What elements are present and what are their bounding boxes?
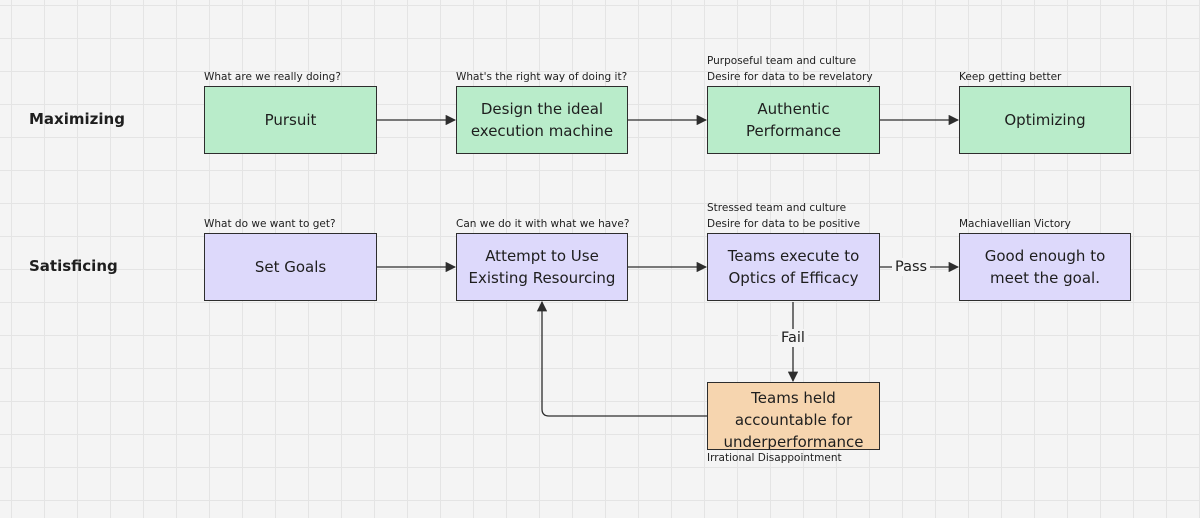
node-optimizing[interactable]: Optimizing <box>959 86 1131 154</box>
note-good-enough: Machiavellian Victory <box>959 218 1071 230</box>
node-attempt-existing-resourcing[interactable]: Attempt to Use Existing Resourcing <box>456 233 628 301</box>
node-set-goals[interactable]: Set Goals <box>204 233 377 301</box>
note-optics-1: Stressed team and culture <box>707 202 847 214</box>
node-held-accountable-label: Teams held accountable for underperforma… <box>723 389 864 450</box>
node-set-goals-label: Set Goals <box>254 258 327 276</box>
note-optics-2: Desire for data to be positive <box>707 218 861 230</box>
row-label-maximizing: Maximizing <box>29 110 125 128</box>
node-pursuit-label: Pursuit <box>264 111 317 129</box>
edge-label-pass: Pass <box>892 258 931 276</box>
node-design-label: Design the ideal execution machine <box>470 100 614 140</box>
node-good-enough-label: Good enough to meet the goal. <box>984 247 1106 287</box>
note-optimizing: Keep getting better <box>959 71 1062 83</box>
node-attempt-label: Attempt to Use Existing Resourcing <box>468 247 616 287</box>
arrow-held-accountable-to-attempt <box>536 300 707 417</box>
node-good-enough[interactable]: Good enough to meet the goal. <box>959 233 1131 301</box>
note-authentic-2: Desire for data to be revelatory <box>707 71 873 83</box>
node-authentic-performance-label: Authentic Performance <box>745 100 842 140</box>
node-optics-label: Teams execute to Optics of Efficacy <box>727 247 860 287</box>
node-design[interactable]: Design the ideal execution machine <box>456 86 628 154</box>
node-authentic-performance[interactable]: Authentic Performance <box>707 86 880 154</box>
note-design: What's the right way of doing it? <box>456 71 628 83</box>
note-set-goals: What do we want to get? <box>204 218 336 230</box>
node-optics-of-efficacy[interactable]: Teams execute to Optics of Efficacy <box>707 233 880 301</box>
note-attempt: Can we do it with what we have? <box>456 218 630 230</box>
note-pursuit: What are we really doing? <box>204 71 341 83</box>
note-held-accountable: Irrational Disappointment <box>707 452 842 464</box>
edge-label-fail: Fail <box>778 329 808 347</box>
node-pursuit[interactable]: Pursuit <box>204 86 377 154</box>
row-label-satisficing: Satisficing <box>29 257 118 275</box>
note-authentic-1: Purposeful team and culture <box>707 55 857 67</box>
node-optimizing-label: Optimizing <box>1004 111 1086 129</box>
node-held-accountable[interactable]: Teams held accountable for underperforma… <box>707 382 880 450</box>
